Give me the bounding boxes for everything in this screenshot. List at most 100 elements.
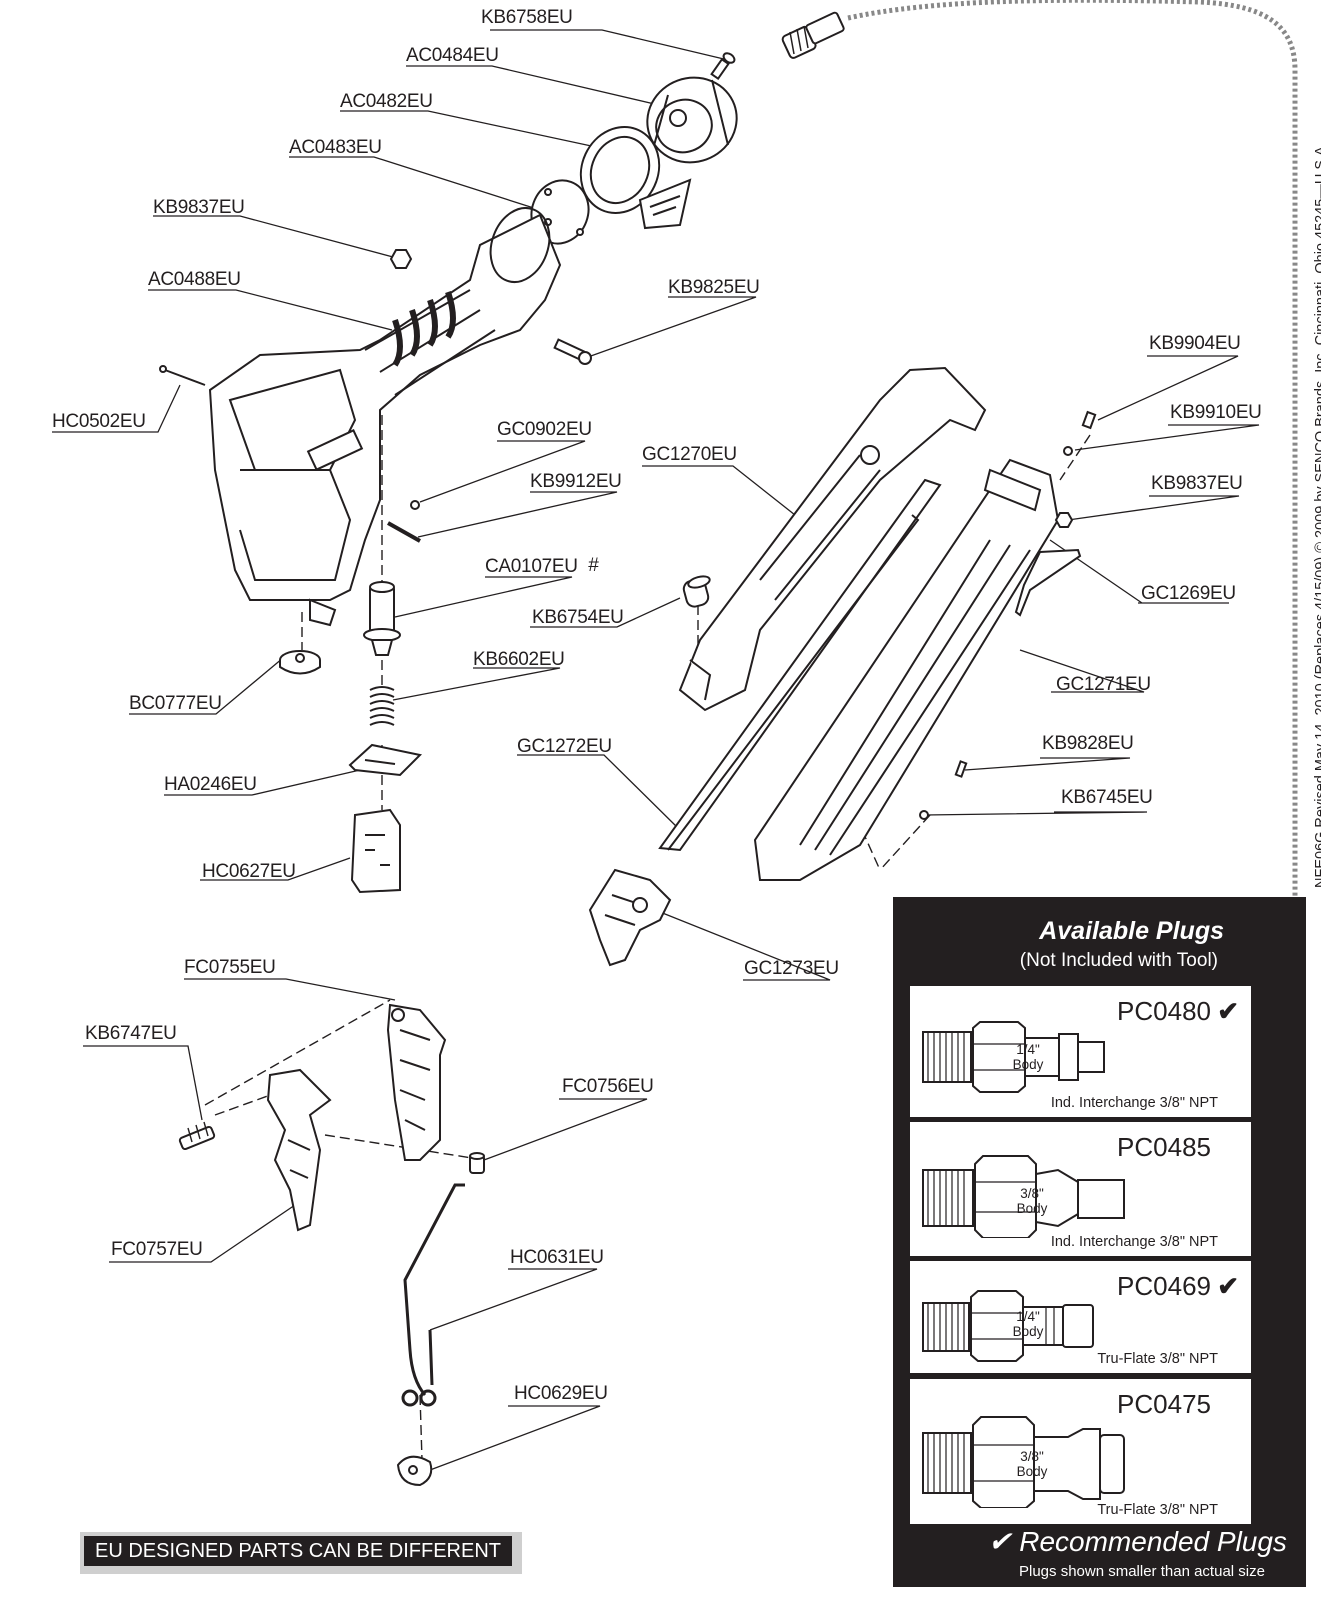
eu-note-box: EU DESIGNED PARTS CAN BE DIFFERENT: [80, 1532, 522, 1574]
magazine-cover: [678, 366, 987, 712]
leader-line: [148, 289, 393, 331]
recommended-check-icon: ✔: [1217, 1271, 1239, 1301]
washer-kb6745eu: [919, 810, 929, 820]
label-gc0902eu: GC0902EU: [497, 419, 592, 440]
leader-line: [109, 1204, 296, 1263]
plug-code: PC0480: [1117, 996, 1211, 1026]
leader-line: [924, 811, 1148, 816]
available-plugs-panel: Available Plugs (Not Included with Tool)…: [893, 897, 1306, 1587]
exhaust-cap: [646, 76, 738, 164]
leader-line: [184, 978, 396, 1001]
recommended-plugs-note: Plugs shown smaller than actual size: [1019, 1563, 1265, 1580]
leader-line: [83, 1045, 203, 1121]
plug-card-pc0480: PC0480 ✔ 1/4" Body Ind. Interchange 3/8"…: [910, 986, 1251, 1117]
label-bc0777eu: BC0777EU: [129, 693, 222, 714]
label-ac0484eu: AC0484EU: [406, 45, 499, 66]
leader-line: [129, 657, 284, 715]
leader-line: [340, 110, 611, 151]
plug-drawing: [922, 1021, 1105, 1093]
label-ac0488eu: AC0488EU: [148, 269, 241, 290]
leader-line: [419, 440, 586, 503]
leader-line: [483, 1098, 648, 1161]
screw-kb6758eu: [710, 52, 736, 81]
plug-description: Ind. Interchange 3/8" NPT: [1050, 1234, 1218, 1250]
label-ac0482eu: AC0482EU: [340, 91, 433, 112]
label-kb9837eu-right: KB9837EU: [1151, 473, 1243, 494]
nut-kb9837eu-right: [1054, 512, 1074, 528]
trigger-housing-fc0755eu: [386, 1003, 447, 1161]
leader-line: [406, 65, 681, 111]
leader-line: [52, 384, 181, 433]
deflector-ring: [579, 126, 692, 230]
spring-clip: [1014, 548, 1082, 617]
label-kb9828eu: KB9828EU: [1042, 733, 1134, 754]
plug-card-pc0469: PC0469 ✔ 1/4" Body Tru-Flate 3/8" NPT: [910, 1261, 1251, 1373]
leader-line: [1097, 355, 1239, 421]
follower-rail: [658, 478, 942, 852]
label-fc0757eu: FC0757EU: [111, 1239, 203, 1260]
label-hc0627eu: HC0627EU: [202, 861, 296, 882]
linkage-rod-hc0631eu: [401, 1183, 465, 1407]
plug-code: PC0469: [1117, 1271, 1211, 1301]
label-hc0629eu: HC0629EU: [514, 1383, 608, 1404]
label-gc1271eu: GC1271EU: [1056, 674, 1151, 695]
trigger-fc0757eu: [266, 1068, 332, 1232]
leader-line: [642, 465, 796, 516]
leader-line: [417, 491, 618, 538]
plug-description: Tru-Flate 3/8" NPT: [1097, 1351, 1218, 1367]
label-gc1269eu: GC1269EU: [1141, 583, 1236, 604]
plug-drawing: [922, 1290, 1094, 1362]
leader-line: [392, 667, 561, 701]
leader-line: [530, 597, 681, 628]
leader-line: [394, 576, 573, 618]
roller: [682, 575, 711, 608]
label-fc0755eu: FC0755EU: [184, 957, 276, 978]
leader-line: [164, 769, 361, 796]
label-kb9904eu: KB9904EU: [1149, 333, 1241, 354]
bumper: [279, 650, 321, 675]
pin-fc0756eu: [469, 1152, 485, 1174]
trigger-valve: [363, 581, 401, 656]
plugs-subtitle: (Not Included with Tool): [1019, 950, 1218, 971]
label-fc0756eu: FC0756EU: [562, 1076, 654, 1097]
pin-hc0502eu: [159, 365, 206, 386]
plug-drawing: [922, 1416, 1125, 1508]
label-hc0631eu: HC0631EU: [510, 1247, 604, 1268]
nose-piece: [588, 868, 672, 967]
plug-body-size: 1/4" Body: [1012, 1042, 1044, 1072]
leader-line: [587, 296, 757, 358]
leader-line: [1049, 539, 1229, 604]
plug-body-size: 3/8" Body: [1016, 1186, 1048, 1216]
recommended-plugs-label: ✔ Recommended Plugs: [988, 1526, 1287, 1557]
label-gc1272eu: GC1272EU: [517, 736, 612, 757]
plug-description: Ind. Interchange 3/8" NPT: [1050, 1095, 1218, 1111]
leader-line: [429, 1405, 601, 1471]
spring: [369, 686, 395, 726]
nut-kb9837eu: [389, 249, 413, 269]
label-kb6602eu: KB6602EU: [473, 649, 565, 670]
plug-code: PC0475: [1117, 1389, 1211, 1419]
label-ac0483eu: AC0483EU: [289, 137, 382, 158]
label-kb6758eu: KB6758EU: [481, 7, 573, 28]
leader-line: [654, 909, 831, 981]
hash-mark: #: [588, 555, 599, 576]
recommended-check-icon: ✔: [1217, 996, 1239, 1026]
label-gc1270eu: GC1270EU: [642, 444, 737, 465]
screw-kb9825eu: [553, 338, 592, 365]
label-gc1273eu: GC1273EU: [744, 958, 839, 979]
clip-hc0629eu: [396, 1455, 433, 1487]
nailer-housing: [208, 207, 562, 627]
latch-ha0246eu: [348, 743, 423, 777]
plug-body-size: 3/8" Body: [1016, 1449, 1048, 1479]
magazine-channel: [753, 458, 1060, 881]
plug-card-pc0485: PC0485 3/8" Body Ind. Interchange 3/8" N…: [910, 1122, 1251, 1256]
washer-kb9910eu: [1063, 446, 1073, 456]
leader-line: [1067, 495, 1240, 521]
leader-line: [289, 156, 541, 211]
label-kb9837eu-top: KB9837EU: [153, 197, 245, 218]
leader-line: [1019, 649, 1145, 693]
copyright-notice: NFE06G Revised May 14, 2010 (Replaces 4/…: [1313, 142, 1321, 888]
leader-line: [517, 754, 681, 831]
leader-line: [200, 857, 351, 881]
